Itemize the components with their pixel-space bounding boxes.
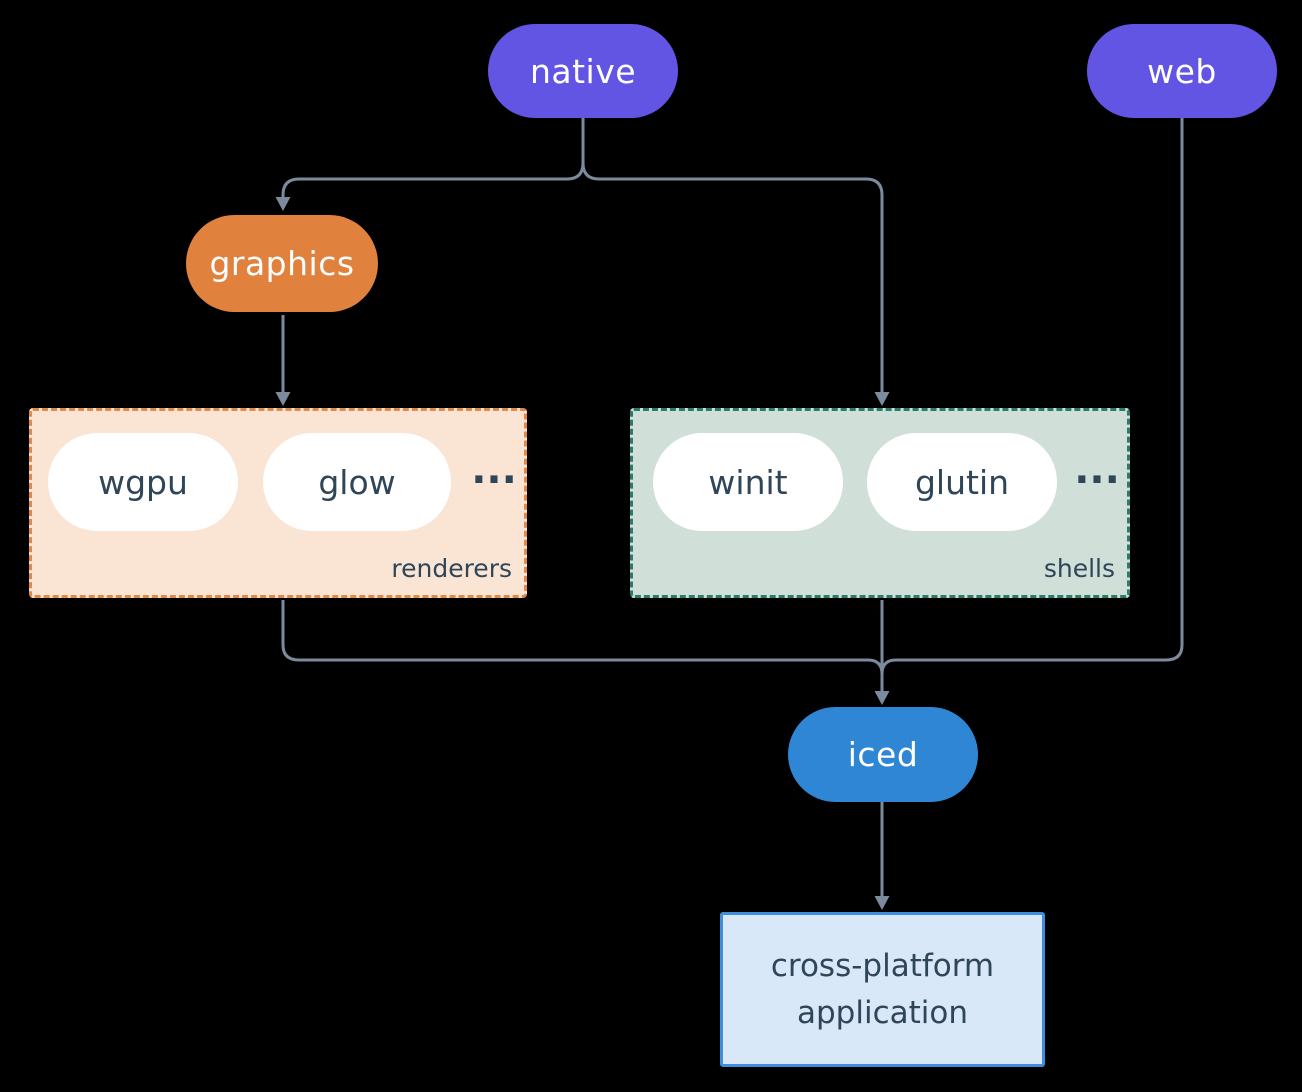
node-iced-label: iced — [847, 735, 919, 774]
application-label-line1: cross-platform — [770, 948, 995, 984]
node-native: native — [488, 24, 678, 118]
edge-web-to-junction — [880, 118, 1184, 675]
node-graphics: graphics — [186, 215, 378, 312]
pill-glow-label: glow — [318, 462, 396, 502]
pill-wgpu-label: wgpu — [98, 462, 188, 502]
application-box: cross-platform application — [720, 912, 1045, 1067]
pill-glow: glow — [263, 433, 451, 531]
node-graphics-label: graphics — [209, 244, 355, 283]
node-web-label: web — [1147, 51, 1217, 91]
shells-ellipsis: ... — [1074, 447, 1120, 493]
pill-winit: winit — [653, 433, 843, 531]
node-web: web — [1087, 24, 1277, 118]
group-renderers-label: renderers — [391, 554, 512, 583]
pill-glutin: glutin — [867, 433, 1057, 531]
edge-native-to-graphics — [275, 118, 585, 211]
pill-glutin-label: glutin — [914, 462, 1010, 502]
node-iced: iced — [788, 707, 978, 802]
group-shells-label: shells — [1043, 554, 1115, 583]
application-label-line2: application — [797, 994, 968, 1031]
node-native-label: native — [529, 51, 637, 91]
edge-native-to-shells — [581, 118, 890, 406]
pill-wgpu: wgpu — [48, 433, 238, 531]
edge-renderers-to-junction — [281, 600, 884, 675]
renderers-ellipsis: ... — [471, 447, 517, 493]
pill-winit-label: winit — [708, 462, 788, 502]
